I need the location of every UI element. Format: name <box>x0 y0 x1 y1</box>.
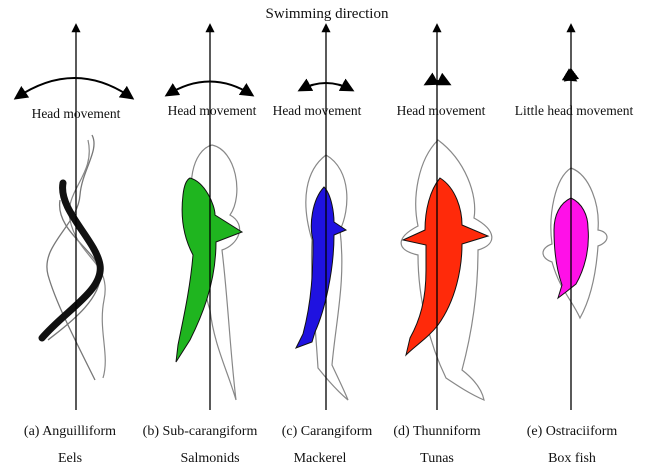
panel-anguilliform <box>16 25 132 410</box>
mode-caption: (d) Thunniform <box>393 424 480 440</box>
mode-caption: (a) Anguilliform <box>24 424 116 440</box>
head-movement-arrow <box>16 78 132 98</box>
example-species: Tunas <box>420 451 454 467</box>
example-species: Eels <box>58 451 82 467</box>
head-movement-label: Head movement <box>397 103 486 119</box>
example-species: Salmonids <box>180 451 239 467</box>
eel-body <box>42 183 100 338</box>
mode-caption: (e) Ostraciiform <box>527 424 618 440</box>
panel-sub-carangiform <box>167 25 252 410</box>
head-movement-label: Little head movement <box>515 103 633 119</box>
mode-caption: (c) Carangiform <box>282 424 373 440</box>
fish-body <box>176 178 242 362</box>
head-movement-label: Head movement <box>273 103 362 119</box>
panel-ostraciiform <box>543 25 607 410</box>
head-movement-label: Head movement <box>168 103 257 119</box>
mode-caption: (b) Sub-carangiform <box>143 424 258 440</box>
example-species: Box fish <box>548 451 596 467</box>
example-species: Mackerel <box>294 451 347 467</box>
eel-outline-left <box>47 135 95 380</box>
panel-thunniform <box>401 25 492 410</box>
head-movement-label: Head movement <box>32 106 121 122</box>
panel-carangiform <box>296 25 352 410</box>
fish-body <box>296 187 346 348</box>
